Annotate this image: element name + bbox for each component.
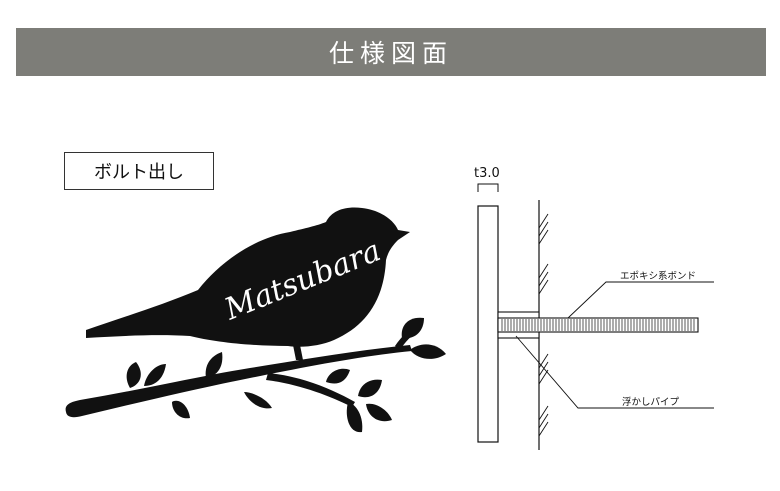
bird-body — [86, 207, 410, 347]
leaf — [244, 392, 272, 409]
bond-leader-line — [567, 281, 714, 319]
leaf — [144, 364, 166, 386]
leaf — [401, 317, 424, 339]
leaf — [358, 379, 382, 398]
pipe-callout: 浮かしパイプ — [622, 396, 680, 408]
leaf — [366, 403, 392, 422]
page-title: 仕様図面 — [328, 39, 453, 68]
wall-hatching — [538, 213, 549, 437]
thickness-bracket — [477, 183, 499, 192]
bolt-threads — [501, 319, 695, 331]
branch-twig — [266, 373, 355, 407]
mounting-type-label: ボルト出し — [64, 152, 214, 190]
leaf — [172, 400, 190, 419]
section-diagram: t3.0 エポキシ系ボンド 浮かしパイプ — [474, 166, 714, 450]
leaf — [205, 352, 223, 378]
thickness-label: t3.0 — [474, 166, 500, 181]
leaf — [410, 344, 446, 359]
branch — [65, 345, 413, 418]
leaf — [326, 368, 350, 384]
bond-callout: エポキシ系ボンド — [620, 271, 696, 282]
leaf — [126, 362, 141, 388]
bird-leg — [292, 340, 303, 360]
leaf — [346, 402, 363, 433]
pipe-leader-line — [515, 335, 714, 409]
sign-plate — [477, 205, 499, 443]
bird-sign-silhouette — [65, 207, 446, 433]
header-bar: 仕様図面 — [16, 28, 766, 76]
